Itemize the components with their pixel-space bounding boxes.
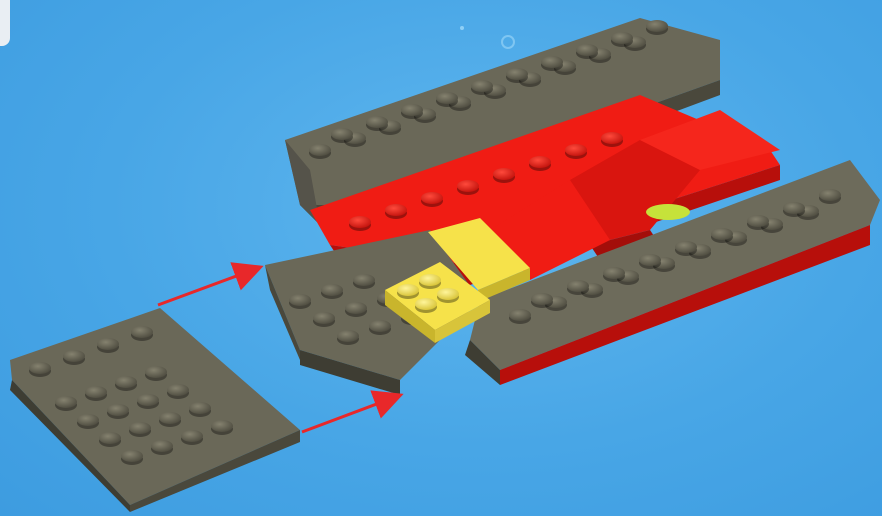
yellow-plate-stud [397, 284, 419, 296]
loose-plate-stud [115, 376, 137, 388]
loose-plate-stud [145, 366, 167, 378]
loose-plate-stud [85, 386, 107, 398]
base-right-stud [783, 202, 805, 214]
back-wall-stud [436, 92, 458, 104]
base-right-stud [603, 267, 625, 279]
loose-plate-stud [167, 384, 189, 396]
base-left-stud [369, 320, 391, 332]
base-left-stud [289, 294, 311, 306]
red-row-stud [529, 156, 551, 168]
yellow-plate-stud [419, 274, 441, 286]
loose-inverted-slope-plate [10, 308, 300, 512]
base-left-stud [353, 274, 375, 286]
red-row-stud [601, 132, 623, 144]
red-row-stud [565, 144, 587, 156]
arrow-lower [302, 396, 398, 432]
base-right-stud [819, 189, 841, 201]
arrow-upper [158, 268, 258, 305]
loose-plate-stud [137, 394, 159, 406]
sparkle-dot [460, 26, 464, 30]
red-row-stud [493, 168, 515, 180]
back-wall-stud [331, 128, 353, 140]
loose-plate-stud [55, 396, 77, 408]
loose-top-stud [97, 338, 119, 350]
loose-plate-stud [159, 412, 181, 424]
base-right-stud [639, 254, 661, 266]
back-wall-stud [611, 32, 633, 44]
loose-plate-stud [121, 450, 143, 462]
back-wall-stud [401, 104, 423, 116]
sparkle-decoration [502, 36, 514, 48]
base-left-stud [337, 330, 359, 342]
base-right-stud [675, 241, 697, 253]
loose-plate-stud [189, 402, 211, 414]
loose-plate-stud [181, 430, 203, 442]
base-right-stud [711, 228, 733, 240]
loose-plate-stud [77, 414, 99, 426]
back-wall-stud [471, 80, 493, 92]
loose-plate-stud [211, 420, 233, 432]
loose-top-stud [63, 350, 85, 362]
base-right-stud [509, 309, 531, 321]
red-row-stud [421, 192, 443, 204]
loose-top-stud [131, 326, 153, 338]
loose-plate-stud [99, 432, 121, 444]
base-left-stud [321, 284, 343, 296]
loose-plate-stud [151, 440, 173, 452]
back-wall-stud [309, 144, 331, 156]
back-wall-stud [646, 20, 668, 32]
back-wall-stud [506, 68, 528, 80]
red-row-stud [349, 216, 371, 228]
loose-plate-stud [107, 404, 129, 416]
loose-top-stud [29, 362, 51, 374]
red-row-stud [385, 204, 407, 216]
loose-plate-stud [129, 422, 151, 434]
yellow-plate-stud [415, 298, 437, 310]
base-left-stud [345, 302, 367, 314]
yellow-plate-stud [437, 288, 459, 300]
red-row-stud [457, 180, 479, 192]
base-right-stud [567, 280, 589, 292]
back-wall-stud [366, 116, 388, 128]
base-right-stud [747, 215, 769, 227]
base-left-stud [313, 312, 335, 324]
back-wall-stud [541, 56, 563, 68]
back-wall-stud [576, 44, 598, 56]
base-right-stud [531, 293, 553, 305]
